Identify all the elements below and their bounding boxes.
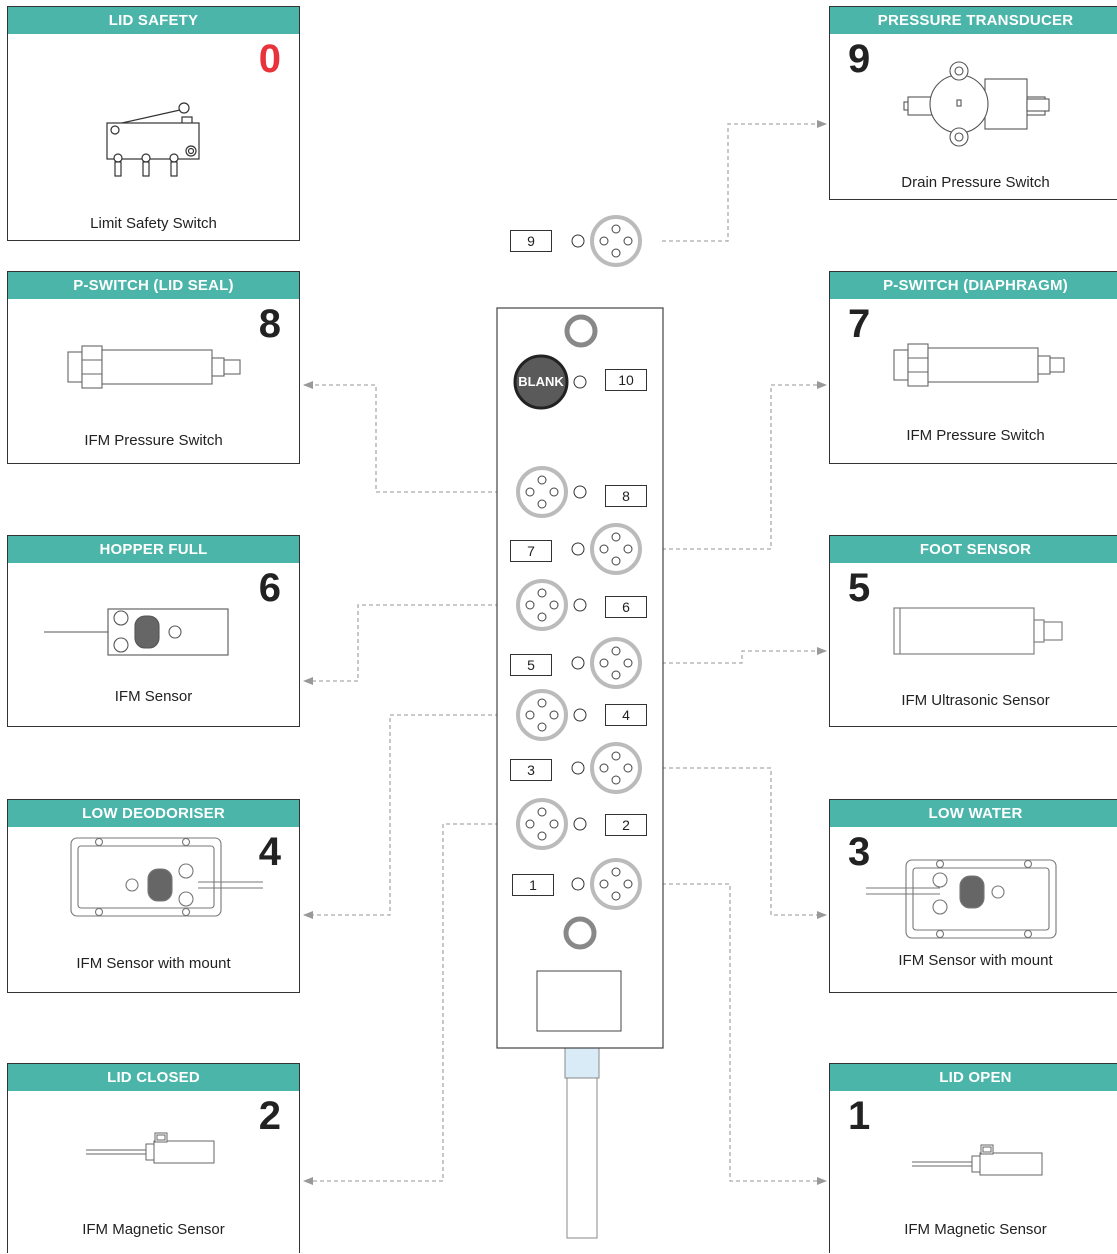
magnetic-sensor-icon xyxy=(912,1144,1043,1176)
cable xyxy=(566,1047,598,1239)
led-4 xyxy=(573,708,587,722)
port-label-10: 10 xyxy=(605,369,647,391)
ifm-sensor-mount-icon xyxy=(70,837,263,917)
led-9 xyxy=(571,234,585,248)
card-title: LID CLOSED xyxy=(8,1064,299,1091)
pressure-transducer-icon xyxy=(903,61,1050,147)
card-number: 3 xyxy=(848,830,871,874)
cable-gland xyxy=(564,1045,600,1079)
m12-connector-2 xyxy=(516,798,568,850)
wire-6 xyxy=(303,604,513,685)
card-hopper-full: HOPPER FULL 6 IFM Sensor xyxy=(7,535,300,727)
port-label-3: 3 xyxy=(510,759,552,781)
magnetic-sensor-icon xyxy=(86,1132,215,1164)
led-10 xyxy=(573,375,587,389)
module-window xyxy=(536,970,622,1032)
card-foot-sensor: FOOT SENSOR 5 IFM Ultrasonic Sensor xyxy=(829,535,1117,727)
card-caption: IFM Sensor with mount xyxy=(76,955,231,972)
card-caption: Limit Safety Switch xyxy=(90,215,217,232)
led-6 xyxy=(573,598,587,612)
led-1 xyxy=(571,877,585,891)
wire-5 xyxy=(662,647,827,664)
wire-9 xyxy=(662,120,827,242)
wire-7 xyxy=(662,381,827,550)
card-caption: IFM Magnetic Sensor xyxy=(904,1221,1047,1238)
wire-1 xyxy=(662,883,827,1185)
ultrasonic-sensor-icon xyxy=(893,607,1063,655)
led-8 xyxy=(573,485,587,499)
led-2 xyxy=(573,817,587,831)
card-title: PRESSURE TRANSDUCER xyxy=(830,7,1117,34)
port-label-5: 5 xyxy=(510,654,552,676)
m12-connector-9 xyxy=(590,215,642,267)
port-label-7: 7 xyxy=(510,540,552,562)
ifm-sensor-icon xyxy=(44,608,229,656)
card-caption: IFM Ultrasonic Sensor xyxy=(901,692,1050,709)
module-body xyxy=(496,307,664,1049)
card-caption: IFM Pressure Switch xyxy=(84,432,223,449)
card-caption: IFM Sensor xyxy=(114,688,193,705)
port-label-8: 8 xyxy=(605,485,647,507)
mount-hole-top xyxy=(564,314,598,348)
port-label-2: 2 xyxy=(605,814,647,836)
card-title: LID SAFETY xyxy=(8,7,299,34)
m12-connector-1 xyxy=(590,858,642,910)
card-number: 5 xyxy=(848,566,871,610)
card-caption: IFM Magnetic Sensor xyxy=(82,1221,225,1238)
card-number: 1 xyxy=(848,1094,871,1138)
card-lid-safety: LID SAFETY 0 Limit Safety Switch xyxy=(7,6,300,241)
card-p-switch-lid-seal: P-SWITCH (LID SEAL) 8 IFM Pressure Switc… xyxy=(7,271,300,464)
card-title: LID OPEN xyxy=(830,1064,1117,1091)
card-number: 4 xyxy=(258,830,281,874)
wire-8 xyxy=(303,381,513,493)
limit-switch-icon xyxy=(106,102,200,177)
ifm-sensor-mount-icon xyxy=(866,859,1057,939)
card-lid-closed: LID CLOSED 2 IFM Magnetic Sensor xyxy=(7,1063,300,1253)
card-caption: IFM Pressure Switch xyxy=(906,427,1045,444)
card-number: 0 xyxy=(258,37,281,81)
wire-4 xyxy=(303,714,513,919)
pressure-switch-icon xyxy=(893,343,1065,387)
led-7 xyxy=(571,542,585,556)
card-low-deodoriser: LOW DEODORISER 4 IFM Sensor with mount xyxy=(7,799,300,993)
card-number: 8 xyxy=(258,302,281,346)
m12-connector-7 xyxy=(590,523,642,575)
card-title: LOW WATER xyxy=(830,800,1117,827)
card-lid-open: LID OPEN 1 IFM Magnetic Sensor xyxy=(829,1063,1117,1253)
card-low-water: LOW WATER 3 IFM Sensor with mount xyxy=(829,799,1117,993)
pressure-switch-icon xyxy=(67,345,241,389)
port-label-1: 1 xyxy=(512,874,554,896)
card-title: P-SWITCH (DIAPHRAGM) xyxy=(830,272,1117,299)
card-number: 2 xyxy=(258,1094,281,1138)
port-label-9: 9 xyxy=(510,230,552,252)
card-number: 6 xyxy=(258,566,281,610)
led-5 xyxy=(571,656,585,670)
port-label-6: 6 xyxy=(605,596,647,618)
wire-3 xyxy=(662,767,827,919)
led-3 xyxy=(571,761,585,775)
m12-connector-3 xyxy=(590,742,642,794)
m12-connector-6 xyxy=(516,579,568,631)
blank-plug-label: BLANK xyxy=(518,374,564,389)
m12-connector-5 xyxy=(590,637,642,689)
m12-connector-8 xyxy=(516,466,568,518)
card-p-switch-diaphragm: P-SWITCH (DIAPHRAGM) 7 IFM Pressure Swit… xyxy=(829,271,1117,464)
card-pressure-transducer: PRESSURE TRANSDUCER 9 Drain Pressure Swi… xyxy=(829,6,1117,200)
card-number: 9 xyxy=(848,37,871,81)
mount-hole-bottom xyxy=(563,916,597,950)
m12-connector-4 xyxy=(516,689,568,741)
card-title: P-SWITCH (LID SEAL) xyxy=(8,272,299,299)
card-caption: Drain Pressure Switch xyxy=(901,174,1050,191)
card-number: 7 xyxy=(848,302,871,346)
blank-plug xyxy=(513,354,569,410)
card-title: FOOT SENSOR xyxy=(830,536,1117,563)
card-title: LOW DEODORISER xyxy=(8,800,299,827)
port-label-4: 4 xyxy=(605,704,647,726)
card-caption: IFM Sensor with mount xyxy=(898,952,1053,969)
wire-2 xyxy=(303,823,513,1185)
card-title: HOPPER FULL xyxy=(8,536,299,563)
